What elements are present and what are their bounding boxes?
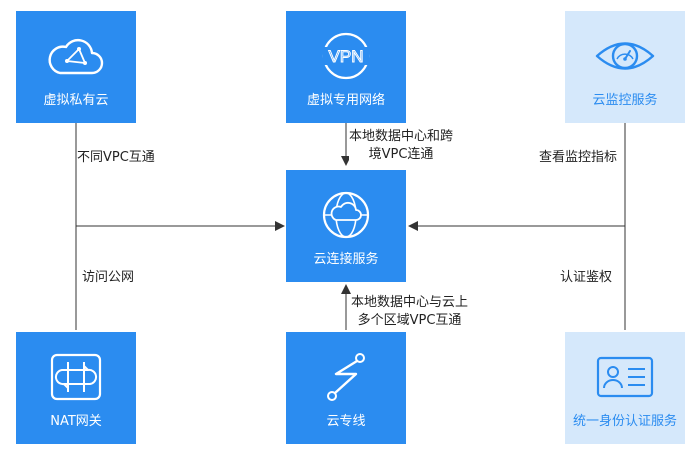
node-iam[interactable]: 统一身份认证服务	[565, 332, 685, 444]
node-connect[interactable]: 云连接服务	[286, 170, 406, 282]
edge-label-public-access: 访问公网	[82, 269, 135, 287]
globe-cloud-icon	[322, 191, 370, 239]
node-direct[interactable]: 云专线	[286, 332, 406, 444]
edge-label-line: 多个区域VPC互通	[357, 313, 462, 328]
id-card-icon	[596, 356, 654, 398]
node-private-cloud[interactable]: 虚拟私有云	[16, 11, 136, 123]
node-label: 云监控服务	[592, 93, 658, 108]
node-label: 云专线	[326, 414, 366, 429]
node-nat[interactable]: NAT网关	[16, 332, 136, 444]
vpn-icon: VPN	[322, 32, 370, 80]
node-vpn[interactable]: VPN 虚拟专用网络	[286, 11, 406, 123]
node-label: 统一身份认证服务	[572, 414, 677, 429]
edge-label-monitor: 查看监控指标	[539, 149, 618, 167]
edge-label-line: 本地数据中心与云上	[351, 295, 469, 310]
edge-label-line: 境VPC连通	[368, 147, 434, 162]
cloud-icon	[48, 38, 104, 75]
node-label: 虚拟专用网络	[306, 93, 385, 108]
node-label: 虚拟私有云	[43, 93, 109, 108]
edge-label-vpc-interconnect: 不同VPC互通	[77, 149, 155, 167]
edge-label-direct: 本地数据中心与云上 多个区域VPC互通	[351, 294, 469, 330]
edge-label-line: 本地数据中心和跨	[349, 129, 454, 144]
node-label: NAT网关	[50, 414, 102, 429]
edge-label-auth: 认证鉴权	[560, 269, 613, 287]
node-label: 云连接服务	[313, 252, 379, 267]
node-monitor[interactable]: 云监控服务	[565, 11, 685, 123]
nat-gateway-icon	[50, 353, 102, 401]
eye-gauge-icon	[595, 42, 655, 70]
direct-line-icon	[327, 353, 365, 401]
vpn-icon-text: VPN	[329, 47, 364, 66]
edge-label-vpn: 本地数据中心和跨 境VPC连通	[349, 128, 454, 164]
